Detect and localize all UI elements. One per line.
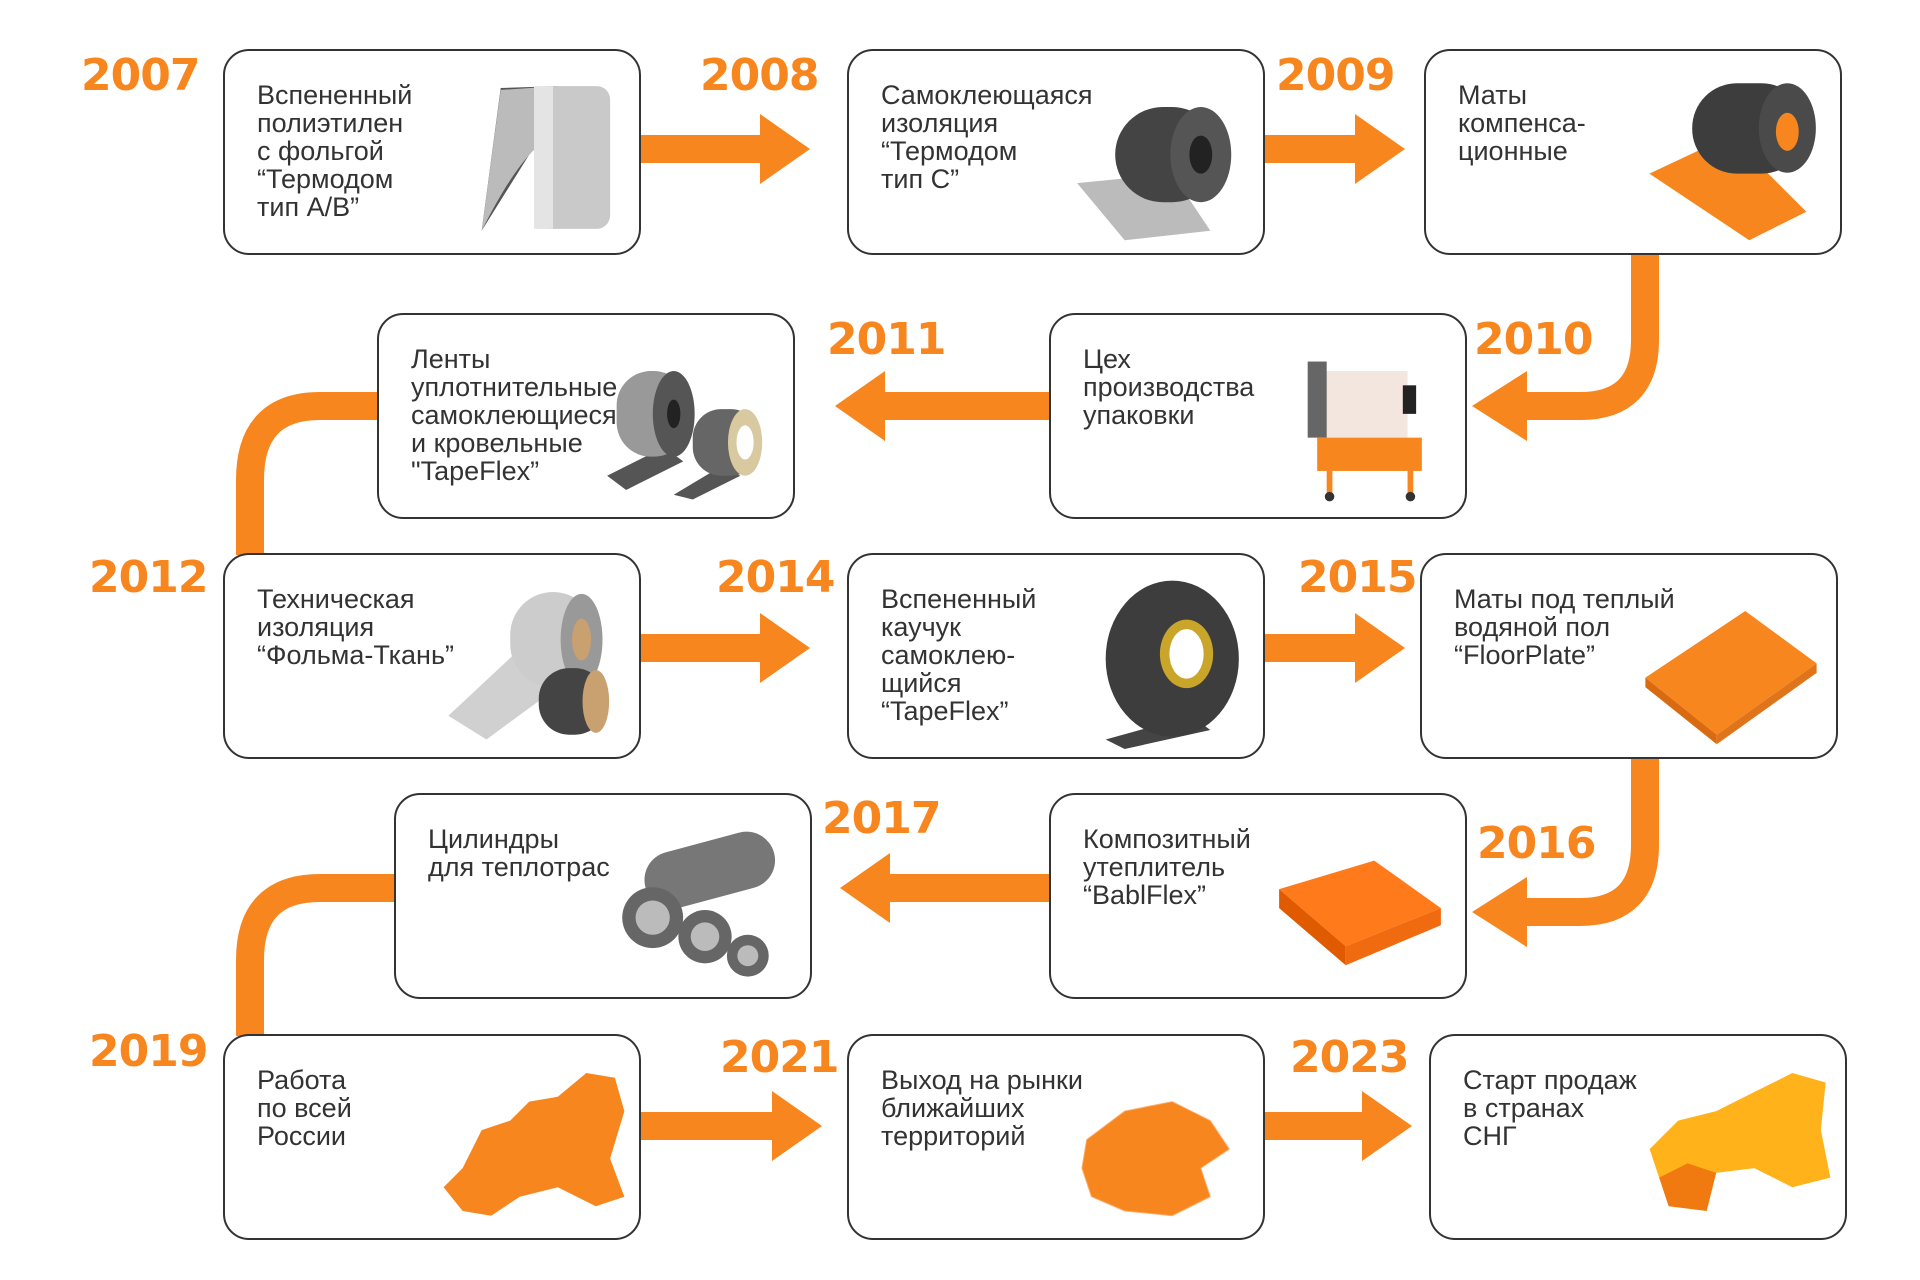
year-label: 2017 <box>822 793 941 844</box>
cis-map-icon <box>1649 1073 1831 1211</box>
central-asia-map-icon <box>1081 1101 1231 1217</box>
arrow-left <box>835 371 1049 441</box>
milestone-text: Цилиндры для теплотрас <box>428 824 610 882</box>
orange-mat-roll-icon <box>1649 83 1816 241</box>
milestone-card: Работа по всей России <box>223 1034 641 1240</box>
milestone-card: Вспененный полиэтилен с фольгой “Термодо… <box>223 49 641 255</box>
milestone-text: Композитный утеплитель “BablFlex” <box>1083 824 1251 910</box>
arrow-right <box>1264 1091 1412 1161</box>
arrow-right <box>618 114 810 184</box>
connector-2009-2010 <box>1520 255 1659 420</box>
milestone-text: Самоклеющаяся изоляция “Термодом тип С” <box>881 80 1093 194</box>
year-label: 2011 <box>827 314 946 365</box>
foil-roll-icon <box>481 86 611 231</box>
milestone-text: Техническая изоляция “Фольма-Ткань” <box>257 584 455 670</box>
milestone-text: Работа по всей России <box>257 1065 352 1151</box>
bablflex-sheet-icon <box>1279 860 1441 966</box>
year-label: 2019 <box>89 1026 208 1077</box>
year-label: 2015 <box>1298 552 1417 603</box>
packing-machine-icon <box>1307 361 1422 502</box>
arrow-right <box>639 1091 822 1161</box>
fabric-roll-icon <box>448 592 610 740</box>
year-label: 2023 <box>1290 1032 1409 1083</box>
year-label: 2008 <box>700 50 819 101</box>
connector-2011-2012 <box>236 392 377 555</box>
milestone-text: Маты под теплый водяной пол “FloorPlate” <box>1454 584 1675 670</box>
floor-plate-icon <box>1645 611 1817 745</box>
milestone-card: Цилиндры для теплотрас <box>394 793 812 999</box>
milestone-card: Самоклеющаяся изоляция “Термодом тип С” <box>847 49 1265 255</box>
milestone-card: Ленты уплотнительные самоклеющиеся и кро… <box>377 313 795 519</box>
milestone-text: Маты компенса- ционные <box>1458 80 1586 166</box>
connector-2017-2019 <box>236 874 394 1036</box>
arrow-right <box>1264 613 1405 683</box>
milestone-card: Маты компенса- ционные <box>1424 49 1842 255</box>
connector-2015-2016 <box>1520 758 1659 926</box>
tape-rolls-icon <box>607 371 763 500</box>
milestone-card: Техническая изоляция “Фольма-Ткань” <box>223 553 641 759</box>
year-label: 2014 <box>716 552 835 603</box>
milestone-card: Маты под теплый водяной пол “FloorPlate” <box>1420 553 1838 759</box>
arrow-right <box>1242 114 1405 184</box>
milestone-text: Вспененный полиэтилен с фольгой “Термодо… <box>257 80 413 222</box>
year-label: 2010 <box>1474 314 1593 365</box>
milestone-text: Цех производства упаковки <box>1083 344 1255 430</box>
year-label: 2021 <box>720 1032 839 1083</box>
pipe-cylinders-icon <box>622 831 776 977</box>
milestone-card: Цех производства упаковки <box>1049 313 1467 519</box>
milestone-card: Композитный утеплитель “BablFlex” <box>1049 793 1467 999</box>
rubber-tape-icon <box>1105 580 1239 749</box>
arrow-left <box>840 853 1049 923</box>
year-label: 2009 <box>1276 50 1395 101</box>
milestone-text: Ленты уплотнительные самоклеющиеся и кро… <box>411 344 618 486</box>
year-label: 2007 <box>81 50 200 101</box>
russia-map-icon <box>443 1073 625 1216</box>
milestone-card: Выход на рынки ближайших территорий <box>847 1034 1265 1240</box>
arrow-right <box>639 613 810 683</box>
milestone-text: Старт продаж в странах СНГ <box>1463 1065 1637 1151</box>
milestone-text: Выход на рынки ближайших территорий <box>881 1065 1083 1151</box>
milestone-card: Вспененный каучук самоклею- щийся “TapeF… <box>847 553 1265 759</box>
gray-roll-icon <box>1077 107 1232 241</box>
milestone-card: Старт продаж в странах СНГ <box>1429 1034 1847 1240</box>
year-label: 2012 <box>89 552 208 603</box>
arrow-head-left <box>1472 877 1527 947</box>
year-label: 2016 <box>1477 818 1596 869</box>
milestone-text: Вспененный каучук самоклею- щийся “TapeF… <box>881 584 1037 726</box>
arrow-head-left <box>1472 371 1527 441</box>
